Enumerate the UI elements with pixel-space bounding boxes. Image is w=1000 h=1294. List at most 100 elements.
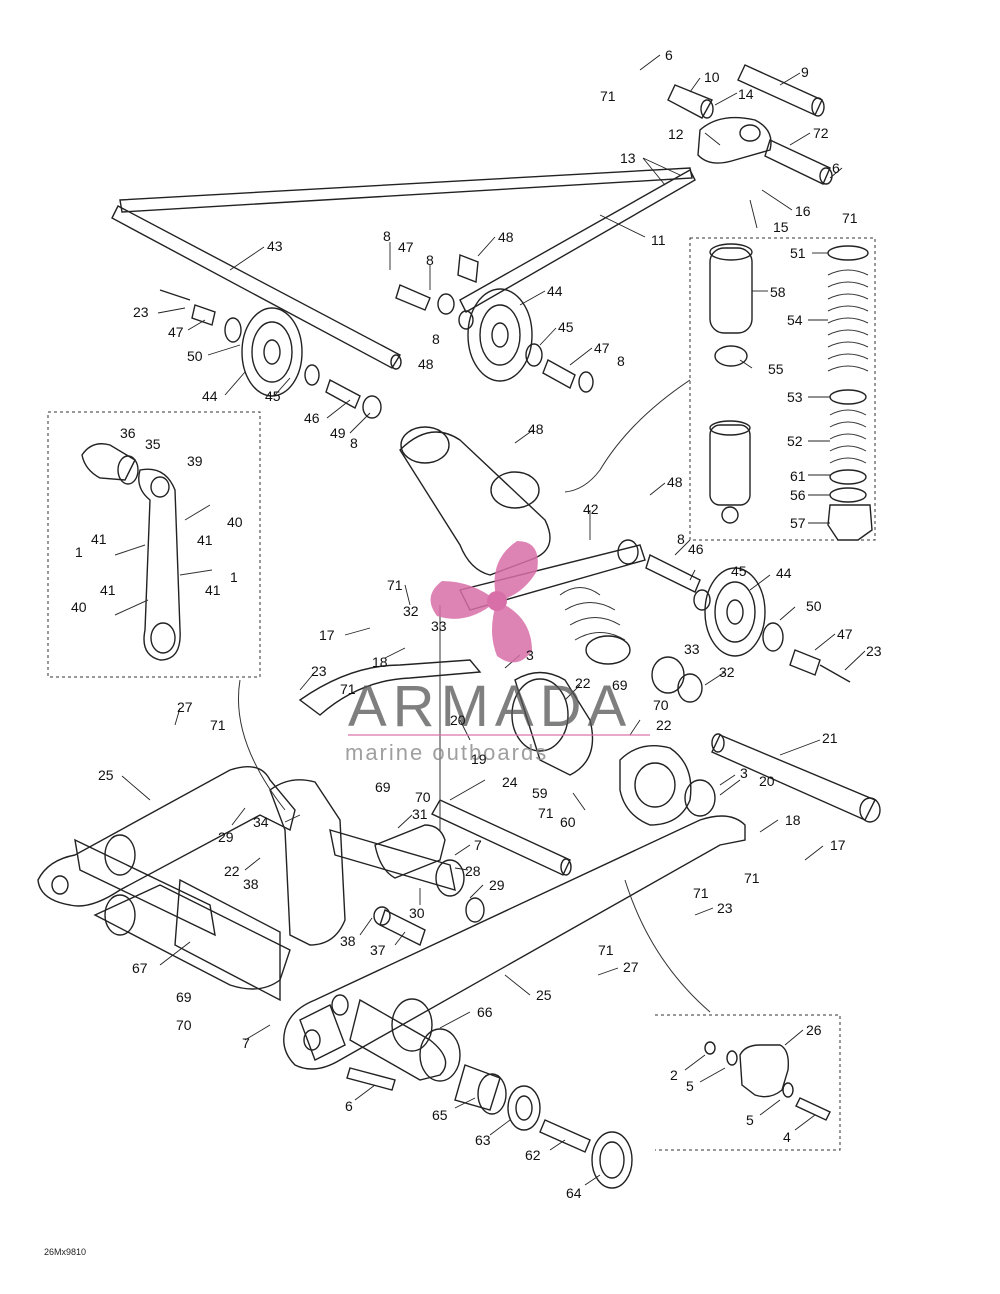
- callout-1: 1: [230, 569, 238, 585]
- callout-34: 34: [253, 814, 269, 830]
- callout-61: 61: [790, 468, 806, 484]
- callout-36: 36: [120, 425, 136, 441]
- callout-21: 21: [822, 730, 838, 746]
- callout-46: 46: [304, 410, 320, 426]
- callout-22: 22: [656, 717, 672, 733]
- callout-47: 47: [594, 340, 610, 356]
- callout-8: 8: [350, 435, 358, 451]
- callout-55: 55: [768, 361, 784, 377]
- callout-20: 20: [450, 712, 466, 728]
- callout-65: 65: [432, 1107, 448, 1123]
- bumper-detail-box: [624, 879, 841, 1151]
- callout-71: 71: [210, 717, 226, 733]
- callout-32: 32: [719, 664, 735, 680]
- callout-43: 43: [267, 238, 283, 254]
- left-detail-box: [47, 411, 261, 678]
- callout-71: 71: [340, 681, 356, 697]
- center-bracket: [269, 779, 485, 946]
- leader-lines: [121, 54, 866, 1186]
- cross-arm: [298, 659, 572, 876]
- callout-71: 71: [693, 885, 709, 901]
- callout-53: 53: [787, 389, 803, 405]
- callout-24: 24: [502, 774, 518, 790]
- callout-23: 23: [717, 900, 733, 916]
- callout-6: 6: [345, 1098, 353, 1114]
- callout-15: 15: [773, 219, 789, 235]
- callout-48: 48: [528, 421, 544, 437]
- callout-26: 26: [806, 1022, 822, 1038]
- callout-11: 11: [651, 232, 666, 248]
- callout-57: 57: [790, 515, 806, 531]
- callout-29: 29: [489, 877, 505, 893]
- callout-41: 41: [91, 531, 107, 547]
- callout-27: 27: [623, 959, 639, 975]
- callout-30: 30: [409, 905, 425, 921]
- armada-watermark: ARMADA marine outboards: [345, 541, 650, 765]
- central-hub: [511, 671, 716, 826]
- callout-38: 38: [340, 933, 356, 949]
- callout-1: 1: [75, 544, 83, 560]
- callout-56: 56: [790, 487, 806, 503]
- callout-48: 48: [498, 229, 514, 245]
- callout-50: 50: [806, 598, 822, 614]
- callout-labels: 6 10 9 71 14 12 72 13 6 16 71 15 11 43 8…: [71, 47, 882, 1201]
- callout-70: 70: [176, 1017, 192, 1033]
- callout-38: 38: [243, 876, 259, 892]
- callout-8: 8: [432, 331, 440, 347]
- callout-7: 7: [242, 1035, 250, 1051]
- callout-6: 6: [832, 160, 840, 176]
- left-frame-rail: [37, 766, 296, 1002]
- callout-48: 48: [667, 474, 683, 490]
- callout-31: 31: [412, 806, 428, 822]
- callout-47: 47: [398, 239, 414, 255]
- callout-28: 28: [465, 863, 481, 879]
- callout-45: 45: [558, 319, 574, 335]
- callout-71: 71: [538, 805, 554, 821]
- callout-12: 12: [668, 126, 684, 142]
- callout-10: 10: [704, 69, 720, 85]
- callout-41: 41: [205, 582, 221, 598]
- watermark-tagline: marine outboards: [345, 740, 548, 765]
- left-idler-wheel: [159, 289, 382, 419]
- callout-71: 71: [842, 210, 858, 226]
- callout-25: 25: [98, 767, 114, 783]
- propeller-logo: [430, 541, 538, 663]
- callout-4: 4: [783, 1129, 791, 1145]
- callout-6: 6: [665, 47, 673, 63]
- callout-22: 22: [224, 863, 240, 879]
- right-frame-rail: [283, 815, 746, 1082]
- callout-35: 35: [145, 436, 161, 452]
- callout-20: 20: [759, 773, 775, 789]
- callout-58: 58: [770, 284, 786, 300]
- callout-60: 60: [560, 814, 576, 830]
- callout-37: 37: [370, 942, 386, 958]
- callout-25: 25: [536, 987, 552, 1003]
- callout-5: 5: [686, 1078, 694, 1094]
- callout-71: 71: [744, 870, 760, 886]
- callout-54: 54: [787, 312, 803, 328]
- callout-29: 29: [218, 829, 234, 845]
- callout-9: 9: [801, 64, 809, 80]
- callout-39: 39: [187, 453, 203, 469]
- callout-14: 14: [738, 86, 754, 102]
- callout-8: 8: [383, 228, 391, 244]
- rear-shock: [399, 426, 631, 665]
- callout-70: 70: [415, 789, 431, 805]
- callout-67: 67: [132, 960, 148, 976]
- callout-8: 8: [426, 252, 434, 268]
- callout-69: 69: [612, 677, 628, 693]
- callout-47: 47: [168, 324, 184, 340]
- rear-axle: [711, 733, 881, 823]
- callout-23: 23: [866, 643, 882, 659]
- callout-18: 18: [372, 654, 388, 670]
- callout-52: 52: [787, 433, 803, 449]
- drawing-code: 26Mx9810: [44, 1247, 86, 1257]
- callout-63: 63: [475, 1132, 491, 1148]
- callout-3: 3: [740, 765, 748, 781]
- callout-22: 22: [575, 675, 591, 691]
- callout-32: 32: [403, 603, 419, 619]
- lower-wheel-stack: [346, 1064, 633, 1189]
- callout-69: 69: [375, 779, 391, 795]
- callout-40: 40: [71, 599, 87, 615]
